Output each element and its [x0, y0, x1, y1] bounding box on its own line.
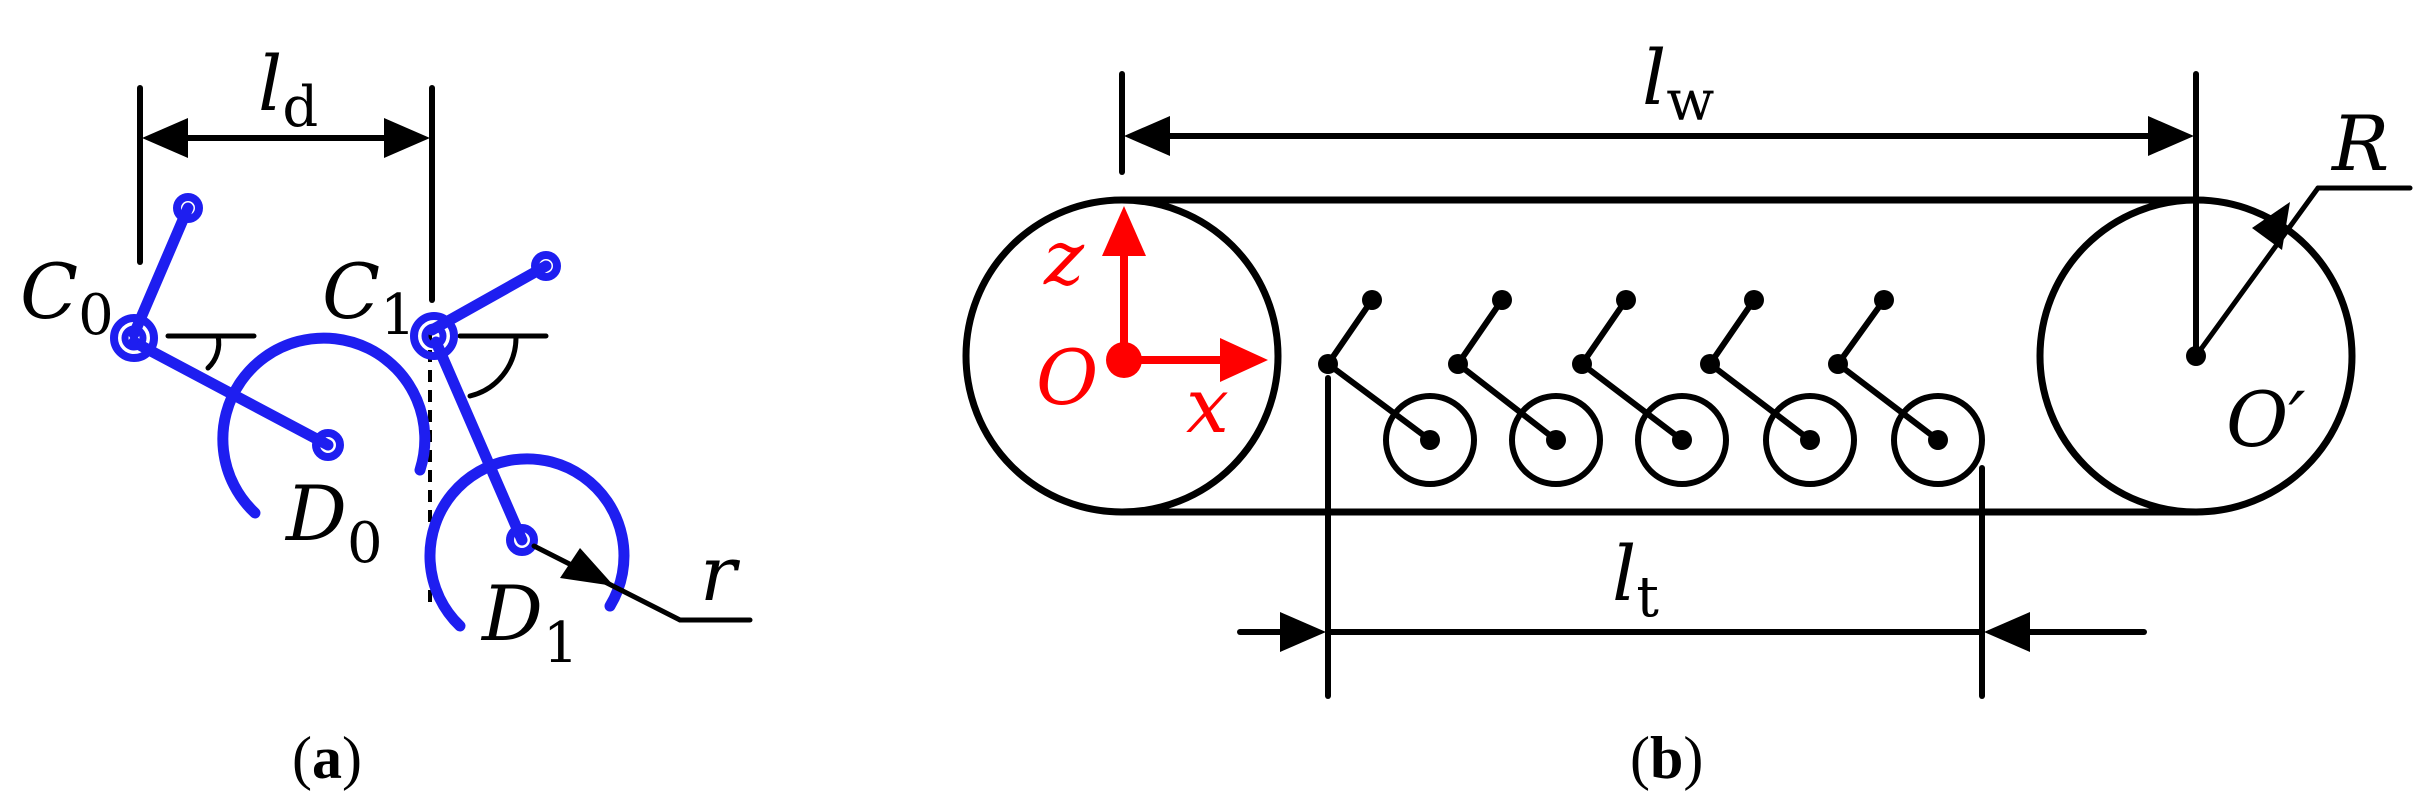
- r-label: r: [700, 529, 741, 618]
- coordinate-frame: x z O: [1036, 206, 1268, 450]
- mech1-wheel-arc: [424, 453, 630, 632]
- R-radius-line: [2193, 185, 2321, 359]
- bm1-wheel-hub-icon: [1420, 430, 1440, 450]
- ld-label: ld: [258, 39, 318, 140]
- mechanism-0: [110, 193, 431, 519]
- mech1-c1-outer-joint-icon: [410, 312, 458, 360]
- black-mechanism-3: [1572, 290, 1729, 487]
- bm1-upper-link: [1325, 297, 1375, 367]
- bm4-wheel-hub-icon: [1800, 430, 1820, 450]
- c1-label: C1: [322, 247, 416, 348]
- bm1-top-joint-icon: [1362, 290, 1382, 310]
- c0-angle-arc: [205, 333, 222, 371]
- bm1-hip-joint-icon: [1318, 354, 1338, 374]
- ld-arrowhead-right-icon: [384, 118, 430, 158]
- x-axis-label: x: [1186, 361, 1229, 450]
- bm5-lower-link: [1835, 361, 1941, 443]
- bm2-hip-joint-icon: [1448, 354, 1468, 374]
- r-arrowhead-icon: [560, 548, 614, 586]
- bm5-wheel: [1891, 393, 1985, 487]
- black-mechanism-1: [1318, 290, 1477, 487]
- black-mechanism-2: [1448, 290, 1603, 487]
- R-label: R: [2330, 99, 2389, 188]
- mech1-c1-inner-joint-icon: [421, 323, 447, 349]
- black-mechanism-4: [1700, 290, 1857, 487]
- ld-arrowhead-left-icon: [142, 118, 188, 158]
- black-mechanism-5: [1828, 290, 1985, 487]
- bm5-top-joint-icon: [1874, 290, 1894, 310]
- bm4-top-joint-icon: [1744, 290, 1764, 310]
- bm2-lower-link: [1455, 361, 1559, 443]
- lw-label: lw: [1642, 33, 1714, 134]
- bm5-wheel-hub-icon: [1928, 430, 1948, 450]
- bm4-hip-joint-icon: [1700, 354, 1720, 374]
- bm2-upper-link: [1455, 297, 1505, 367]
- bm3-wheel-hub-icon: [1672, 430, 1692, 450]
- lt-arrowhead-left-icon: [1280, 612, 1326, 652]
- origin-label: O: [1036, 333, 1098, 422]
- panel-a: ld: [20, 39, 753, 791]
- x-axis-arrowhead-icon: [1220, 338, 1268, 382]
- bm5-hip-joint-icon: [1828, 354, 1848, 374]
- mechanism-row: [1318, 290, 1985, 487]
- caption-a: (a): [292, 725, 362, 791]
- bm3-lower-link: [1579, 361, 1685, 443]
- panel-b: lw R O′ x z O: [962, 33, 2413, 791]
- caption-b: (b): [1630, 725, 1703, 791]
- bm2-wheel-hub-icon: [1546, 430, 1566, 450]
- bm3-wheel: [1635, 393, 1729, 487]
- bm2-wheel: [1509, 393, 1603, 487]
- bm4-upper-link: [1707, 297, 1757, 367]
- z-axis-label: z: [1043, 213, 1085, 302]
- c0-label: C0: [20, 247, 114, 348]
- bm3-upper-link: [1579, 297, 1629, 367]
- o-prime-label: O′: [2226, 375, 2306, 464]
- z-axis-arrowhead-icon: [1102, 206, 1146, 256]
- bm3-hip-joint-icon: [1572, 354, 1592, 374]
- d1-label: D1: [480, 569, 579, 676]
- mech0-top-joint-icon: [173, 193, 203, 223]
- R-arrowhead-icon: [2252, 202, 2290, 250]
- bm4-wheel: [1763, 393, 1857, 487]
- mech0-d0-joint-icon: [312, 429, 344, 461]
- mechanism-1: [410, 251, 630, 632]
- mech0-upper-link: [128, 202, 194, 340]
- bm5-upper-link: [1835, 297, 1887, 367]
- mech1-lower-link: [430, 336, 528, 546]
- mech0-c0-outer-joint-icon: [110, 314, 158, 362]
- mech1-top-joint-icon: [531, 251, 561, 281]
- bm2-top-joint-icon: [1492, 290, 1512, 310]
- lw-arrowhead-right-icon: [2148, 116, 2194, 156]
- mech1-d1-joint-icon: [506, 524, 538, 556]
- d0-label: D0: [284, 469, 383, 576]
- bm1-wheel: [1383, 393, 1477, 487]
- origin-dot: [1106, 342, 1142, 378]
- bm3-top-joint-icon: [1616, 290, 1636, 310]
- mech0-wheel-arc: [217, 332, 431, 519]
- c1-angle-arc: [467, 335, 519, 399]
- lt-arrowhead-right-icon: [1984, 612, 2030, 652]
- lt-label: lt: [1612, 529, 1659, 630]
- mech0-c0-inner-joint-icon: [121, 325, 147, 351]
- bm1-lower-link: [1325, 361, 1433, 443]
- lw-arrowhead-left-icon: [1124, 116, 1170, 156]
- bm4-lower-link: [1707, 361, 1813, 443]
